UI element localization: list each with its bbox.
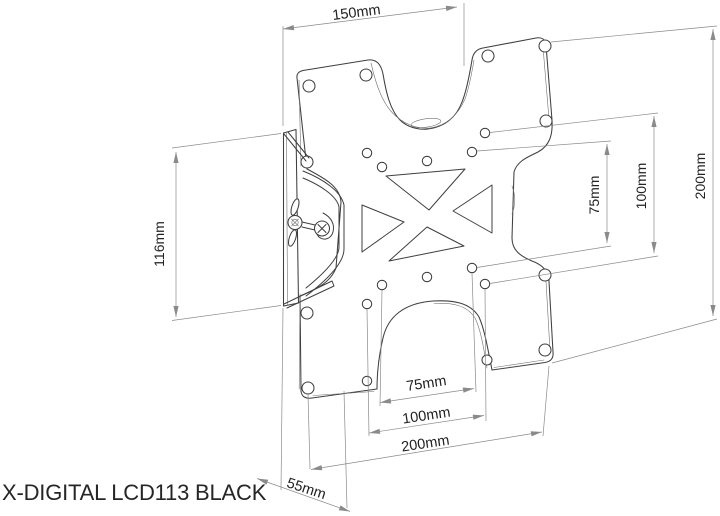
mounting-hole [538, 268, 552, 282]
u-notch-slot [410, 118, 442, 128]
screw-cross [317, 224, 327, 233]
mounting-hole [538, 343, 552, 357]
mounting-hole [479, 278, 491, 290]
mounting-hole [302, 79, 316, 93]
mounting-hole [421, 155, 433, 167]
cutout-triangle-right [452, 184, 493, 234]
wing-knob-cross [291, 218, 299, 227]
dimension-line [282, 5, 458, 31]
extension-line-bottom [551, 318, 718, 364]
vesa-plate-outline [296, 37, 554, 399]
extension-line-right [471, 272, 477, 393]
mounting-hole [376, 279, 388, 291]
waist-tab-detail [511, 185, 516, 215]
dim-label-200mm-bottom: 200mm [400, 433, 450, 456]
extension-line-top [550, 25, 718, 43]
mounting-hole [301, 381, 315, 395]
mounting-hole [481, 354, 493, 366]
extension-line-bottom [476, 245, 612, 268]
mounting-holes [300, 39, 553, 395]
extension-line-top [489, 112, 659, 133]
cutout-triangle-left [361, 204, 405, 253]
extension-line-right [542, 365, 550, 437]
bottom-hook-fold [283, 280, 335, 309]
dim-label-200mm-right: 200mm [692, 153, 708, 200]
arch-inner-line [433, 303, 488, 369]
product-label: X-DIGITAL LCD113 BLACK [2, 480, 267, 505]
extension-line-left [307, 393, 311, 470]
dim-label-75mm-bottom: 75mm [405, 373, 447, 395]
wall-plate-edge-line [286, 132, 288, 306]
cutout-triangle-top [385, 168, 466, 211]
dim-label-55mm: 55mm [285, 475, 328, 503]
mounting-hole [479, 127, 491, 139]
extension-line-bottom [489, 255, 659, 284]
wing-knob-hub-inner [291, 219, 299, 227]
cutout-triangle-bottom [388, 226, 465, 262]
screw-shaft [301, 221, 316, 231]
dimension-75mm-bottom: 75mm [379, 272, 477, 407]
dimension-line [310, 431, 543, 471]
mounting-hole [421, 271, 433, 283]
dimension-line [379, 387, 475, 404]
dimension-100mm-bottom: 100mm [366, 288, 487, 437]
dim-label-116mm: 116mm [151, 221, 167, 267]
dim-label-100mm-right: 100mm [633, 163, 649, 210]
vesa-plate [296, 37, 554, 399]
mounting-hole [481, 49, 495, 63]
extension-line-left [379, 289, 383, 407]
cutouts [361, 168, 493, 262]
mounting-hole [376, 161, 388, 173]
extension-line-right [484, 288, 487, 422]
dimension-line [256, 478, 351, 512]
dimension-200mm-right: 200mm [550, 25, 718, 364]
extension-line-top [171, 133, 282, 149]
dim-label-75mm-right: 75mm [586, 176, 602, 215]
tilt-arm-outer [302, 170, 345, 297]
mounting-hole [466, 262, 478, 274]
mounting-hole [539, 114, 553, 128]
extension-line-top [476, 140, 612, 152]
extension-line-right [343, 390, 348, 509]
dimension-116mm-left: 116mm [151, 133, 282, 321]
mounting-hole [359, 68, 373, 82]
extension-line-bottom [171, 305, 282, 321]
mounting-hole [538, 39, 552, 53]
dimension-200mm-bottom: 200mm [307, 365, 550, 471]
wing-knob-top-ear [290, 198, 300, 216]
extension-line-left [366, 308, 370, 437]
u-notch-inner-line [370, 59, 475, 129]
tilt-arm-inner [302, 177, 340, 289]
extension-line-left [280, 307, 284, 491]
top-hook-fold [283, 131, 310, 162]
mounting-hole [361, 375, 373, 387]
dimension-line [368, 414, 485, 434]
dimension-100mm-right: 100mm [489, 112, 659, 284]
mounting-hole [466, 146, 478, 158]
plate-edge-thickness-lines [298, 46, 551, 396]
dim-label-100mm-bottom: 100mm [401, 405, 451, 428]
mounting-hole [300, 306, 314, 320]
dim-label-150mm: 150mm [332, 2, 382, 24]
mounting-hole [361, 298, 373, 310]
tilt-mechanism [283, 131, 345, 309]
dimension-150mm-top: 150mm [282, 2, 465, 126]
dimension-75mm-right: 75mm [476, 140, 612, 268]
mounting-hole [361, 147, 373, 159]
